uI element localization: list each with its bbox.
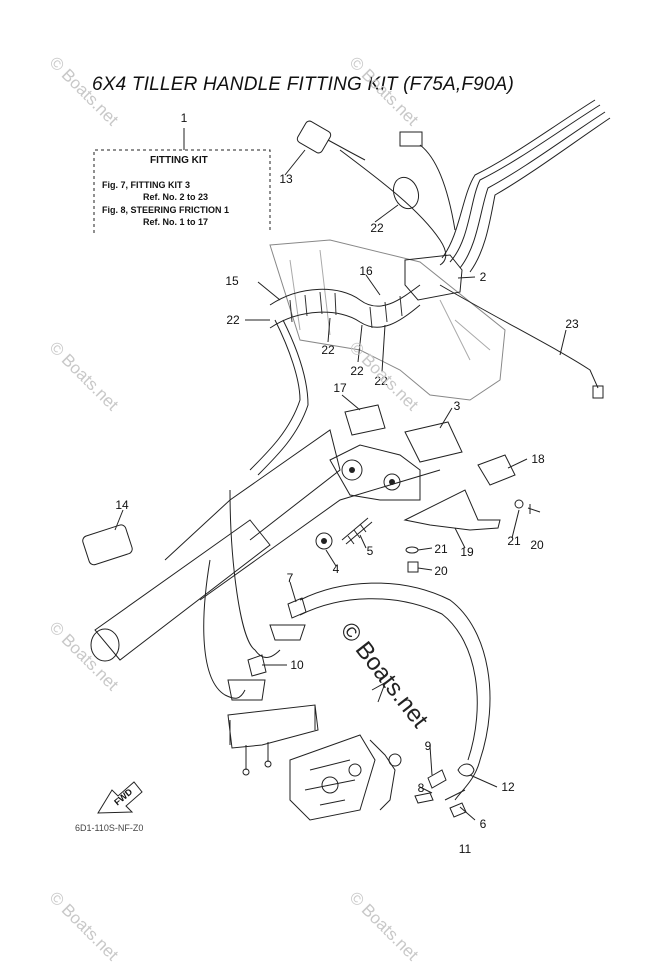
spring-5 [341,517,373,545]
throttle-cable [299,582,491,801]
fitting-kit-line: Ref. No. 1 to 17 [143,217,209,227]
callout-17: 17 [333,381,347,395]
washer-21b [405,546,419,554]
callout-10: 10 [290,658,304,672]
callout-16: 16 [359,264,373,278]
callout-23: 23 [565,317,579,331]
fitting-kit-heading: FITTING KIT [150,155,208,166]
drawing-code: 6D1-110S-NF-Z0 [75,823,144,833]
callout-22: 22 [321,343,335,357]
harness-junction-2 [404,254,463,301]
connector-18 [477,454,516,486]
grip-14 [82,524,133,566]
bolt-20b [407,561,419,573]
pad-17 [344,404,386,436]
callout-20: 20 [530,538,544,552]
kit-box-frame [93,149,271,233]
callout-13: 13 [279,172,293,186]
cable-23 [439,284,599,389]
clip-7 [287,597,307,619]
clip-10 [247,654,267,677]
corrugated-tube [269,284,421,307]
part-8 [414,792,434,804]
callout-22: 22 [226,313,240,327]
plate-19 [403,489,501,531]
tiller-handle [94,519,271,661]
callout-8: 8 [417,781,425,795]
callout-22: 22 [374,374,388,388]
bolt-20a [527,504,541,514]
cable-tie-22a [392,176,420,210]
callout-19: 19 [460,545,474,559]
callout-22: 22 [370,221,384,235]
callout-11: 11 [458,842,472,856]
part-11 [449,802,467,818]
callout-2: 2 [479,270,487,284]
fwd-arrow [97,781,143,814]
lower-bracket [227,704,319,749]
parts-diagram [82,99,611,821]
fitting-kit-line: Ref. No. 2 to 23 [143,192,209,202]
callout-5: 5 [366,544,374,558]
washer-21a [514,499,524,509]
block-3 [404,421,463,463]
callout-22: 22 [350,364,364,378]
callout-15: 15 [225,274,239,288]
callout-1: 1 [180,111,188,125]
nut-4 [315,532,333,550]
connector-13 [296,120,332,154]
callout-20: 20 [434,564,448,578]
callout-4: 4 [332,562,340,576]
part-12 [457,763,475,777]
part-9 [427,769,447,789]
fitting-kit-line: Fig. 7, FITTING KIT 3 [102,180,191,190]
engine-outline [269,239,506,401]
callout-21: 21 [434,542,448,556]
steering-bracket [329,444,421,501]
linkage-assembly [289,734,376,821]
callout-12: 12 [501,780,515,794]
diagram-title: 6X4 TILLER HANDLE FITTING KIT (F75A,F90A… [92,74,515,95]
callout-3: 3 [453,399,461,413]
connector-top [399,131,423,147]
callout-7: 7 [286,571,294,585]
cable-bundle [449,104,601,263]
callout-6: 6 [479,817,487,831]
callout-21: 21 [507,534,521,548]
fitting-kit-line: Fig. 8, STEERING FRICTION 1 [102,205,230,215]
fitting-kit-box: FITTING KIT Fig. 7, FITTING KIT 3 Ref. N… [94,147,270,233]
callout-9: 9 [424,739,432,753]
callout-14: 14 [115,498,129,512]
callout-18: 18 [531,452,545,466]
